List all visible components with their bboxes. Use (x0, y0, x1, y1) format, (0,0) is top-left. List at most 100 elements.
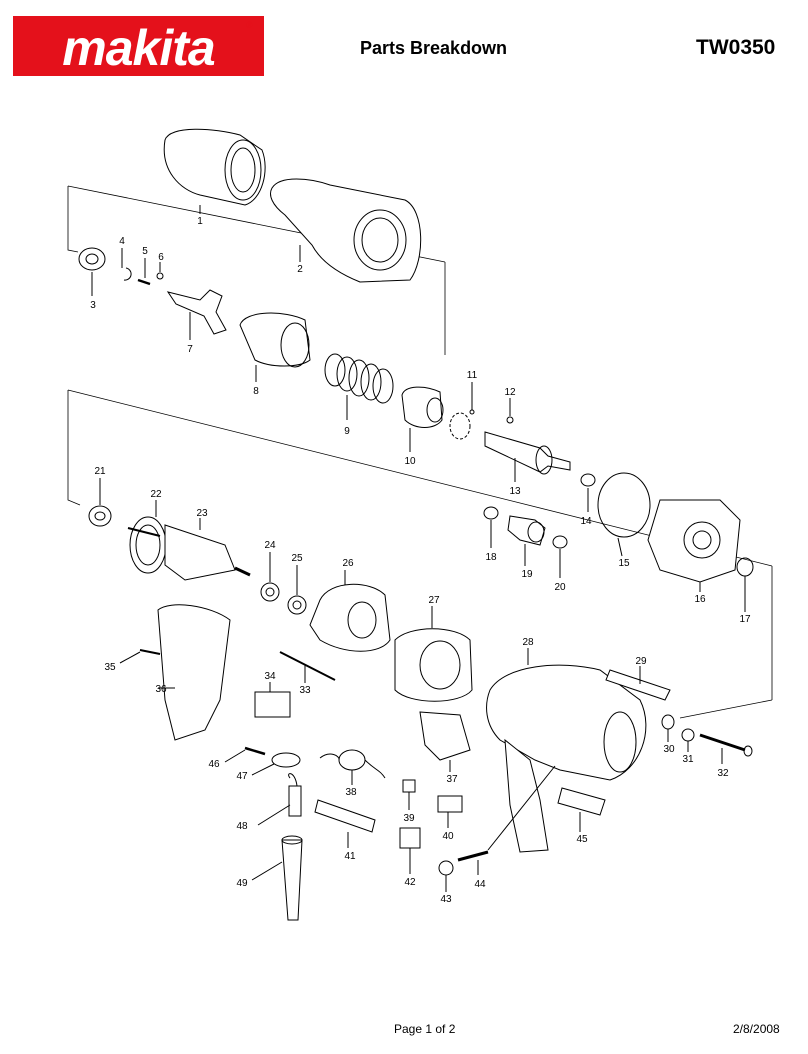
part-label: 29 (635, 656, 647, 667)
part-label: 7 (187, 344, 193, 355)
part-label: 5 (142, 246, 148, 257)
part-48-cord-guard (257, 773, 302, 826)
part-17-o-ring (736, 557, 754, 612)
part-34-noise-suppressor (254, 682, 291, 718)
part-label: 10 (404, 456, 416, 467)
part-label: 25 (291, 553, 303, 564)
part-label: 19 (521, 569, 533, 580)
part-label: 39 (403, 813, 415, 824)
model-number: TW0350 (696, 36, 776, 59)
part-label: 38 (345, 787, 357, 798)
part-31-nut (681, 728, 695, 752)
part-42-strain-relief (399, 827, 421, 874)
part-40-terminal-block (437, 795, 463, 828)
part-label: 20 (554, 582, 566, 593)
part-9-spring (324, 353, 394, 420)
part-label: 15 (618, 558, 630, 569)
part-21-bearing (88, 478, 112, 527)
brand-name: makita (62, 20, 215, 76)
part-label: 6 (158, 252, 164, 263)
part-6-ball (156, 262, 164, 280)
part-33-screw (279, 651, 336, 683)
part-43-plug (438, 860, 454, 892)
part-20-washer (552, 535, 568, 578)
makita-logo: makita (13, 16, 264, 76)
part-label: 1 (197, 216, 203, 227)
part-labels: 1 2 3 4 5 6 7 8 9 10 11 12 13 14 15 16 1… (90, 216, 751, 905)
part-label: 26 (342, 558, 354, 569)
part-label: 49 (236, 878, 248, 889)
part-13-spindle (484, 431, 571, 482)
part-5-pin (137, 258, 151, 286)
part-47-cord-clamp (251, 752, 301, 776)
part-label: 8 (253, 386, 259, 397)
part-label: 2 (297, 264, 303, 275)
part-label: 41 (344, 851, 356, 862)
part-41-label (314, 799, 376, 848)
part-38-capacitor (319, 749, 386, 785)
part-25-bearing (287, 565, 307, 615)
part-2-hammer-case (270, 178, 422, 283)
part-label: 30 (663, 744, 675, 755)
part-label: 24 (264, 540, 276, 551)
part-32-screw (699, 733, 753, 764)
part-label: 17 (739, 614, 751, 625)
part-label: 21 (94, 466, 106, 477)
part-3-washer (78, 247, 106, 296)
part-49-cord (251, 835, 303, 921)
part-19-bearing (507, 515, 546, 566)
part-8-hammer (239, 312, 311, 382)
part-label: 34 (264, 671, 276, 682)
part-35-screw (119, 649, 161, 664)
part-label: 4 (119, 236, 125, 247)
part-28-motor-housing (486, 648, 647, 853)
part-label: 32 (717, 768, 729, 779)
part-37-switch (419, 711, 471, 772)
part-label: 44 (474, 879, 486, 890)
page-number: Page 1 of 2 (394, 1022, 456, 1036)
part-36-handle-set (157, 604, 231, 741)
part-label: 45 (576, 834, 588, 845)
part-14-washer (580, 473, 596, 512)
part-23-armature (127, 518, 251, 581)
part-label: 14 (580, 516, 592, 527)
part-label: 33 (299, 685, 311, 696)
document-date: 2/8/2008 (733, 1022, 780, 1036)
part-10-ring (401, 386, 444, 452)
part-label: 28 (522, 637, 534, 648)
page-title: Parts Breakdown (360, 38, 508, 58)
part-4-ring (121, 248, 132, 281)
part-24-bearing (260, 552, 280, 602)
part-26-baffle-plate (309, 570, 391, 652)
part-label: 12 (504, 387, 516, 398)
part-label: 42 (404, 877, 416, 888)
part-label: 23 (196, 508, 208, 519)
part-11-o-ring (449, 382, 475, 440)
part-39-terminal (402, 779, 416, 810)
part-label: 9 (344, 426, 350, 437)
part-label: 3 (90, 300, 96, 311)
part-label: 13 (509, 486, 521, 497)
registered-mark: ® (246, 20, 253, 30)
part-label: 37 (446, 774, 458, 785)
part-label: 18 (485, 552, 497, 563)
part-30-cap (661, 714, 675, 742)
part-7-anvil (166, 289, 227, 340)
part-45-label (557, 787, 606, 832)
part-label: 27 (428, 595, 440, 606)
part-16-inner-housing (647, 499, 741, 592)
part-15-o-ring (597, 472, 651, 557)
part-label: 31 (682, 754, 694, 765)
part-label: 43 (440, 894, 452, 905)
part-46-screw (224, 746, 266, 763)
part-label: 48 (236, 821, 248, 832)
part-12-ball (506, 398, 514, 424)
part-18-washer (483, 506, 499, 548)
part-27-field (394, 606, 473, 702)
part-label: 36 (155, 684, 167, 695)
part-22-fan (129, 500, 167, 574)
part-label: 40 (442, 831, 454, 842)
part-29-label (605, 666, 671, 701)
part-label: 16 (694, 594, 706, 605)
